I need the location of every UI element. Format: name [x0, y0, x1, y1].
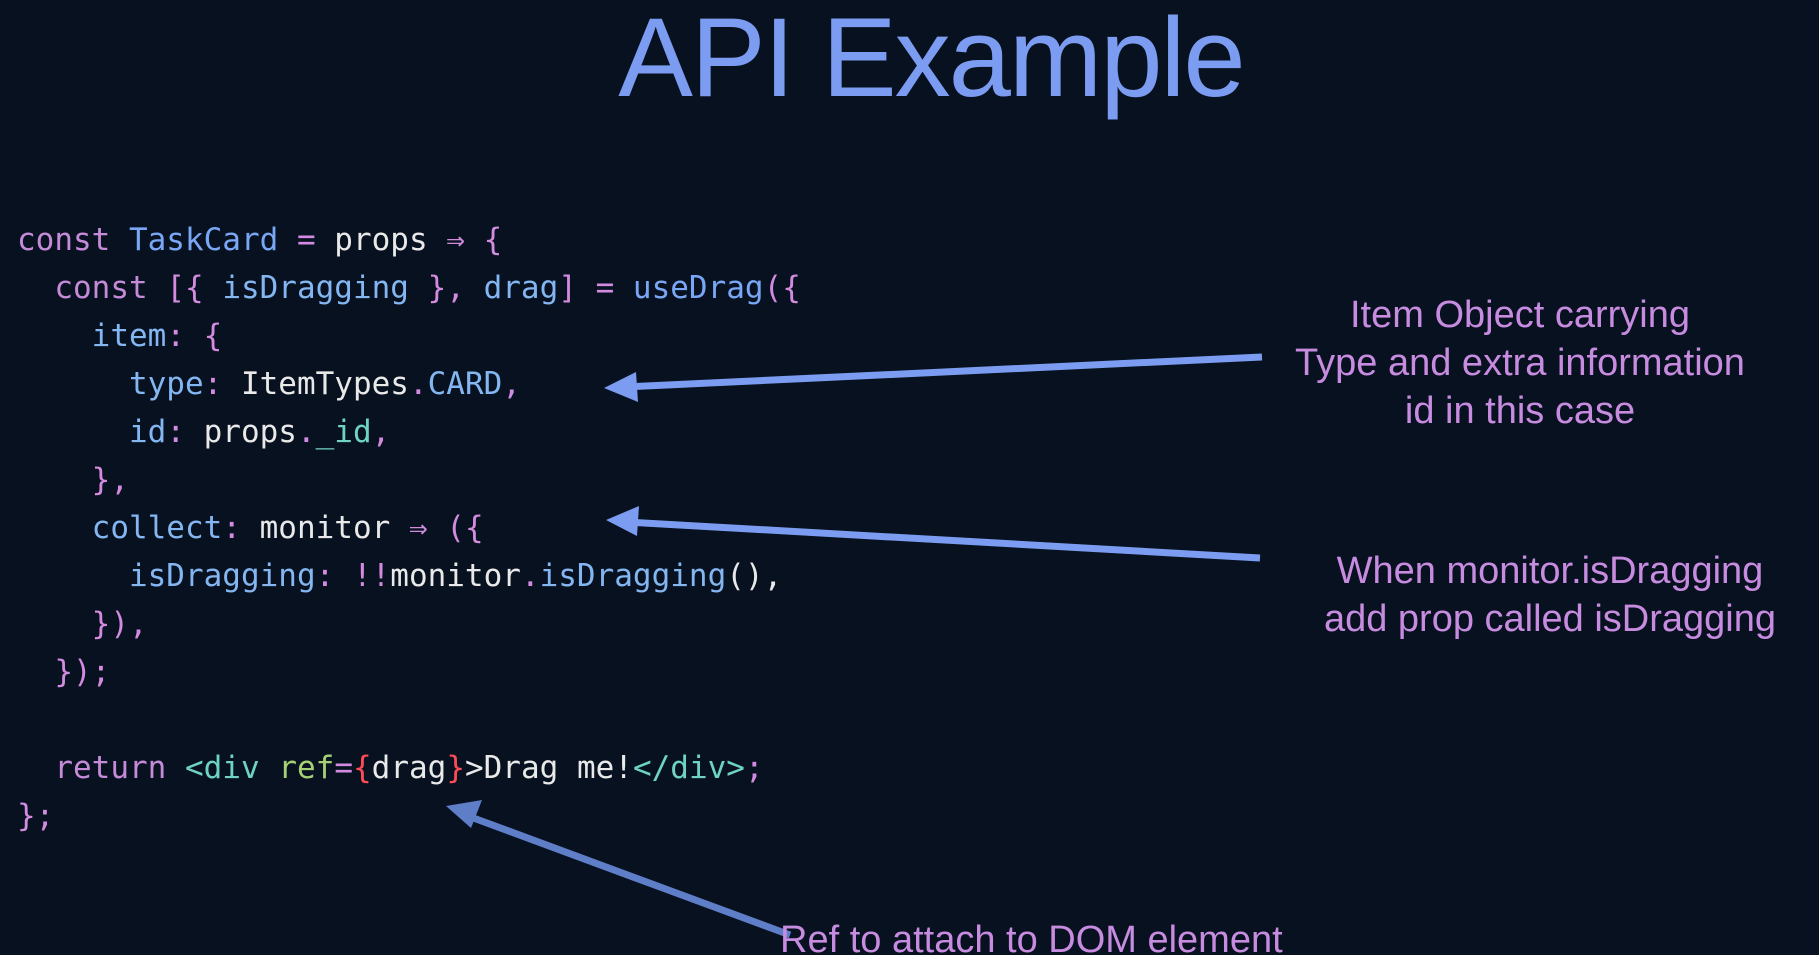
- code-token: _id: [315, 414, 372, 450]
- code-token: const: [17, 222, 129, 258]
- code-token: id: [17, 414, 167, 450]
- code-token: };: [17, 798, 55, 834]
- code-token: });: [17, 654, 111, 690]
- code-token: ,: [371, 414, 391, 450]
- code-line: const TaskCard = props ⇒ {: [17, 216, 801, 264]
- code-token: ({: [763, 270, 801, 306]
- code-token: :: [166, 414, 204, 450]
- code-token: =: [334, 750, 353, 786]
- code-token: isDragging: [539, 558, 727, 594]
- code-token: const: [17, 270, 167, 306]
- code-token: <div: [184, 750, 279, 786]
- code-token: (),: [726, 558, 783, 594]
- code-token: collect: [17, 510, 223, 546]
- code-line: isDragging: !!monitor.isDragging(),: [17, 552, 801, 600]
- code-line: id: props._id,: [17, 408, 801, 456]
- code-line: item: {: [17, 312, 801, 360]
- code-token: return: [17, 750, 185, 786]
- code-token: }),: [17, 606, 148, 642]
- code-line: [17, 696, 801, 744]
- code-token: monitor: [390, 558, 521, 594]
- code-block: const TaskCard = props ⇒ { const [{ isDr…: [17, 216, 801, 840]
- code-line: });: [17, 648, 801, 696]
- code-token: [278, 222, 297, 258]
- code-token: .: [408, 366, 428, 402]
- code-token: ] =: [558, 270, 633, 306]
- code-token: props: [203, 414, 297, 450]
- code-token: isDragging: [17, 558, 316, 594]
- code-token: }: [446, 750, 465, 786]
- code-token: .: [520, 558, 540, 594]
- code-line: const [{ isDragging }, drag] = useDrag({: [17, 264, 801, 312]
- code-line: }),: [17, 600, 801, 648]
- code-token: CARD: [427, 366, 503, 402]
- code-token: :: [315, 558, 353, 594]
- code-line: };: [17, 792, 801, 840]
- code-token: ,: [502, 366, 521, 402]
- code-token: >Drag me!: [464, 750, 633, 786]
- code-token: ⇒ {: [446, 222, 503, 258]
- code-token: : {: [166, 318, 223, 354]
- annotation-monitor: When monitor.isDragging add prop called …: [1300, 547, 1800, 643]
- code-token: :: [203, 366, 241, 402]
- code-line: return <div ref={drag}>Drag me!</div>;: [17, 744, 801, 792]
- annotation-line: When monitor.isDragging: [1336, 550, 1764, 592]
- annotation-line: Item Object carrying: [1350, 294, 1690, 336]
- code-token: drag: [483, 270, 559, 306]
- code-token: isDragging: [222, 270, 409, 306]
- code-token: .: [296, 414, 316, 450]
- code-token: props: [315, 222, 447, 258]
- code-token: },: [17, 462, 129, 498]
- code-token: ref: [278, 750, 335, 786]
- code-token: TaskCard: [128, 222, 279, 258]
- code-token: item: [17, 318, 167, 354]
- code-token: type: [17, 366, 204, 402]
- code-token: monitor: [259, 510, 409, 546]
- annotation-line: id in this case: [1404, 390, 1636, 432]
- code-line: collect: monitor ⇒ ({: [17, 504, 801, 552]
- code-token: [{: [166, 270, 223, 306]
- code-token: ;: [744, 750, 764, 786]
- code-token: ⇒ ({: [408, 510, 484, 546]
- code-line: },: [17, 456, 801, 504]
- code-token: :: [222, 510, 260, 546]
- annotation-ref: Ref to attach to DOM element: [780, 916, 1380, 955]
- code-token: },: [408, 270, 484, 306]
- slide-title: API Example: [618, 0, 1245, 120]
- code-token: </div>: [632, 750, 745, 786]
- code-token: useDrag: [632, 270, 764, 306]
- annotation-item-object: Item Object carrying Type and extra info…: [1260, 291, 1780, 435]
- annotation-line: Type and extra information: [1295, 342, 1745, 384]
- annotation-line: Ref to attach to DOM element: [780, 919, 1283, 955]
- code-token: !!: [352, 558, 391, 594]
- code-token: ItemTypes: [240, 366, 409, 402]
- code-line: type: ItemTypes.CARD,: [17, 360, 801, 408]
- code-token: =: [296, 222, 316, 258]
- code-token: drag: [371, 750, 447, 786]
- annotation-line: add prop called isDragging: [1323, 598, 1777, 640]
- code-token: {: [352, 750, 372, 786]
